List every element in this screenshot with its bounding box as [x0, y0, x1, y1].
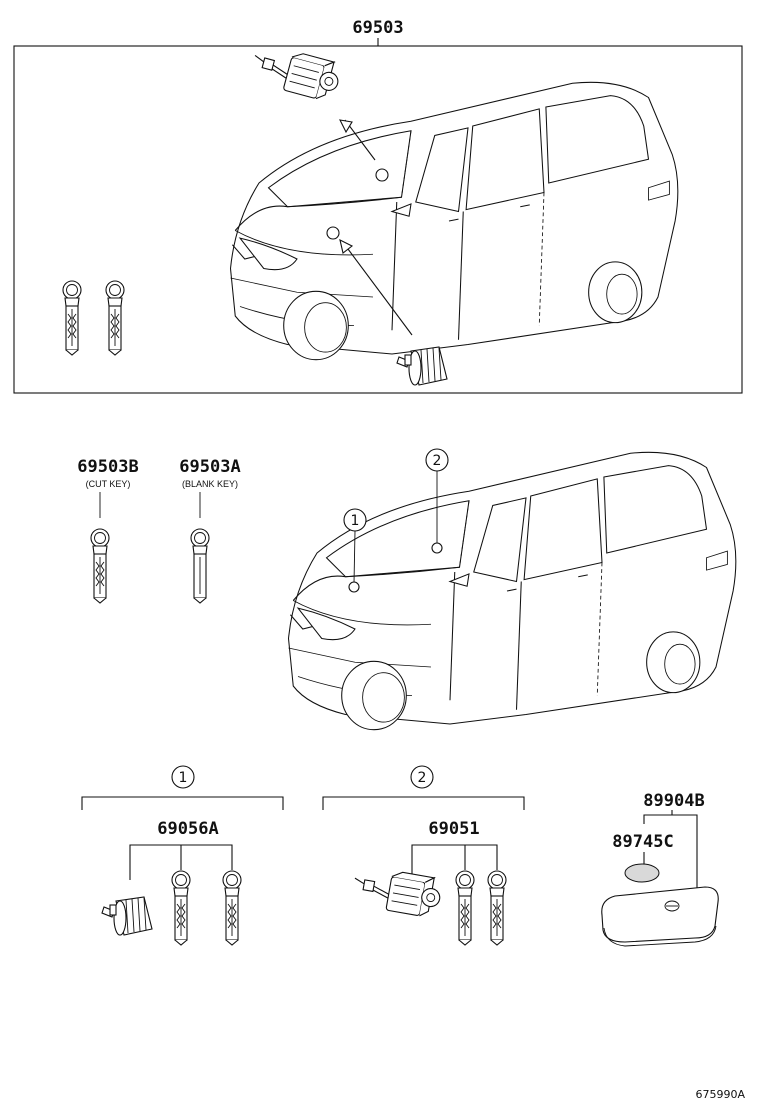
- ignition-lock-top: [247, 41, 344, 104]
- location-dot-top-1: [375, 168, 389, 182]
- label-69051: 69051: [428, 819, 479, 839]
- group2-key-2: [487, 870, 507, 946]
- group1-key-1: [171, 870, 191, 946]
- label-cut-key: (CUT KEY): [86, 479, 131, 489]
- vehicle-top: [229, 81, 679, 361]
- arrow-top-1: [344, 119, 376, 161]
- group2-circle: [410, 765, 434, 789]
- cut-key: [90, 528, 110, 604]
- callout-2-text: 2: [433, 453, 442, 469]
- label-69503B: 69503B: [77, 457, 138, 477]
- group2-bracket: [322, 796, 525, 810]
- arrow-top-2: [344, 244, 413, 336]
- assembly-box: [13, 45, 743, 394]
- group1-bracket: [81, 796, 284, 810]
- group1-number: 1: [179, 770, 188, 786]
- transmitter-housing: [601, 886, 719, 947]
- label-69503: 69503: [352, 18, 403, 38]
- battery-cell: [624, 863, 660, 883]
- callout-1-text: 1: [351, 513, 360, 529]
- location-dot-top-2: [326, 226, 340, 240]
- label-69056A: 69056A: [157, 819, 218, 839]
- blank-key: [190, 528, 210, 604]
- reference-number: 675990A: [695, 1088, 745, 1101]
- label-89745C: 89745C: [612, 832, 673, 852]
- label-69503A: 69503A: [179, 457, 240, 477]
- group1-key-2: [222, 870, 242, 946]
- label-blank-key: (BLANK KEY): [182, 479, 238, 489]
- group1-circle: [171, 765, 195, 789]
- door-lock-cylinder: [101, 896, 153, 936]
- group2-key-1: [455, 870, 475, 946]
- ignition-lock-assembly: [349, 863, 444, 920]
- label-89904B: 89904B: [643, 791, 704, 811]
- key-top-1: [62, 280, 82, 356]
- key-top-2: [105, 280, 125, 356]
- group2-number: 2: [418, 770, 427, 786]
